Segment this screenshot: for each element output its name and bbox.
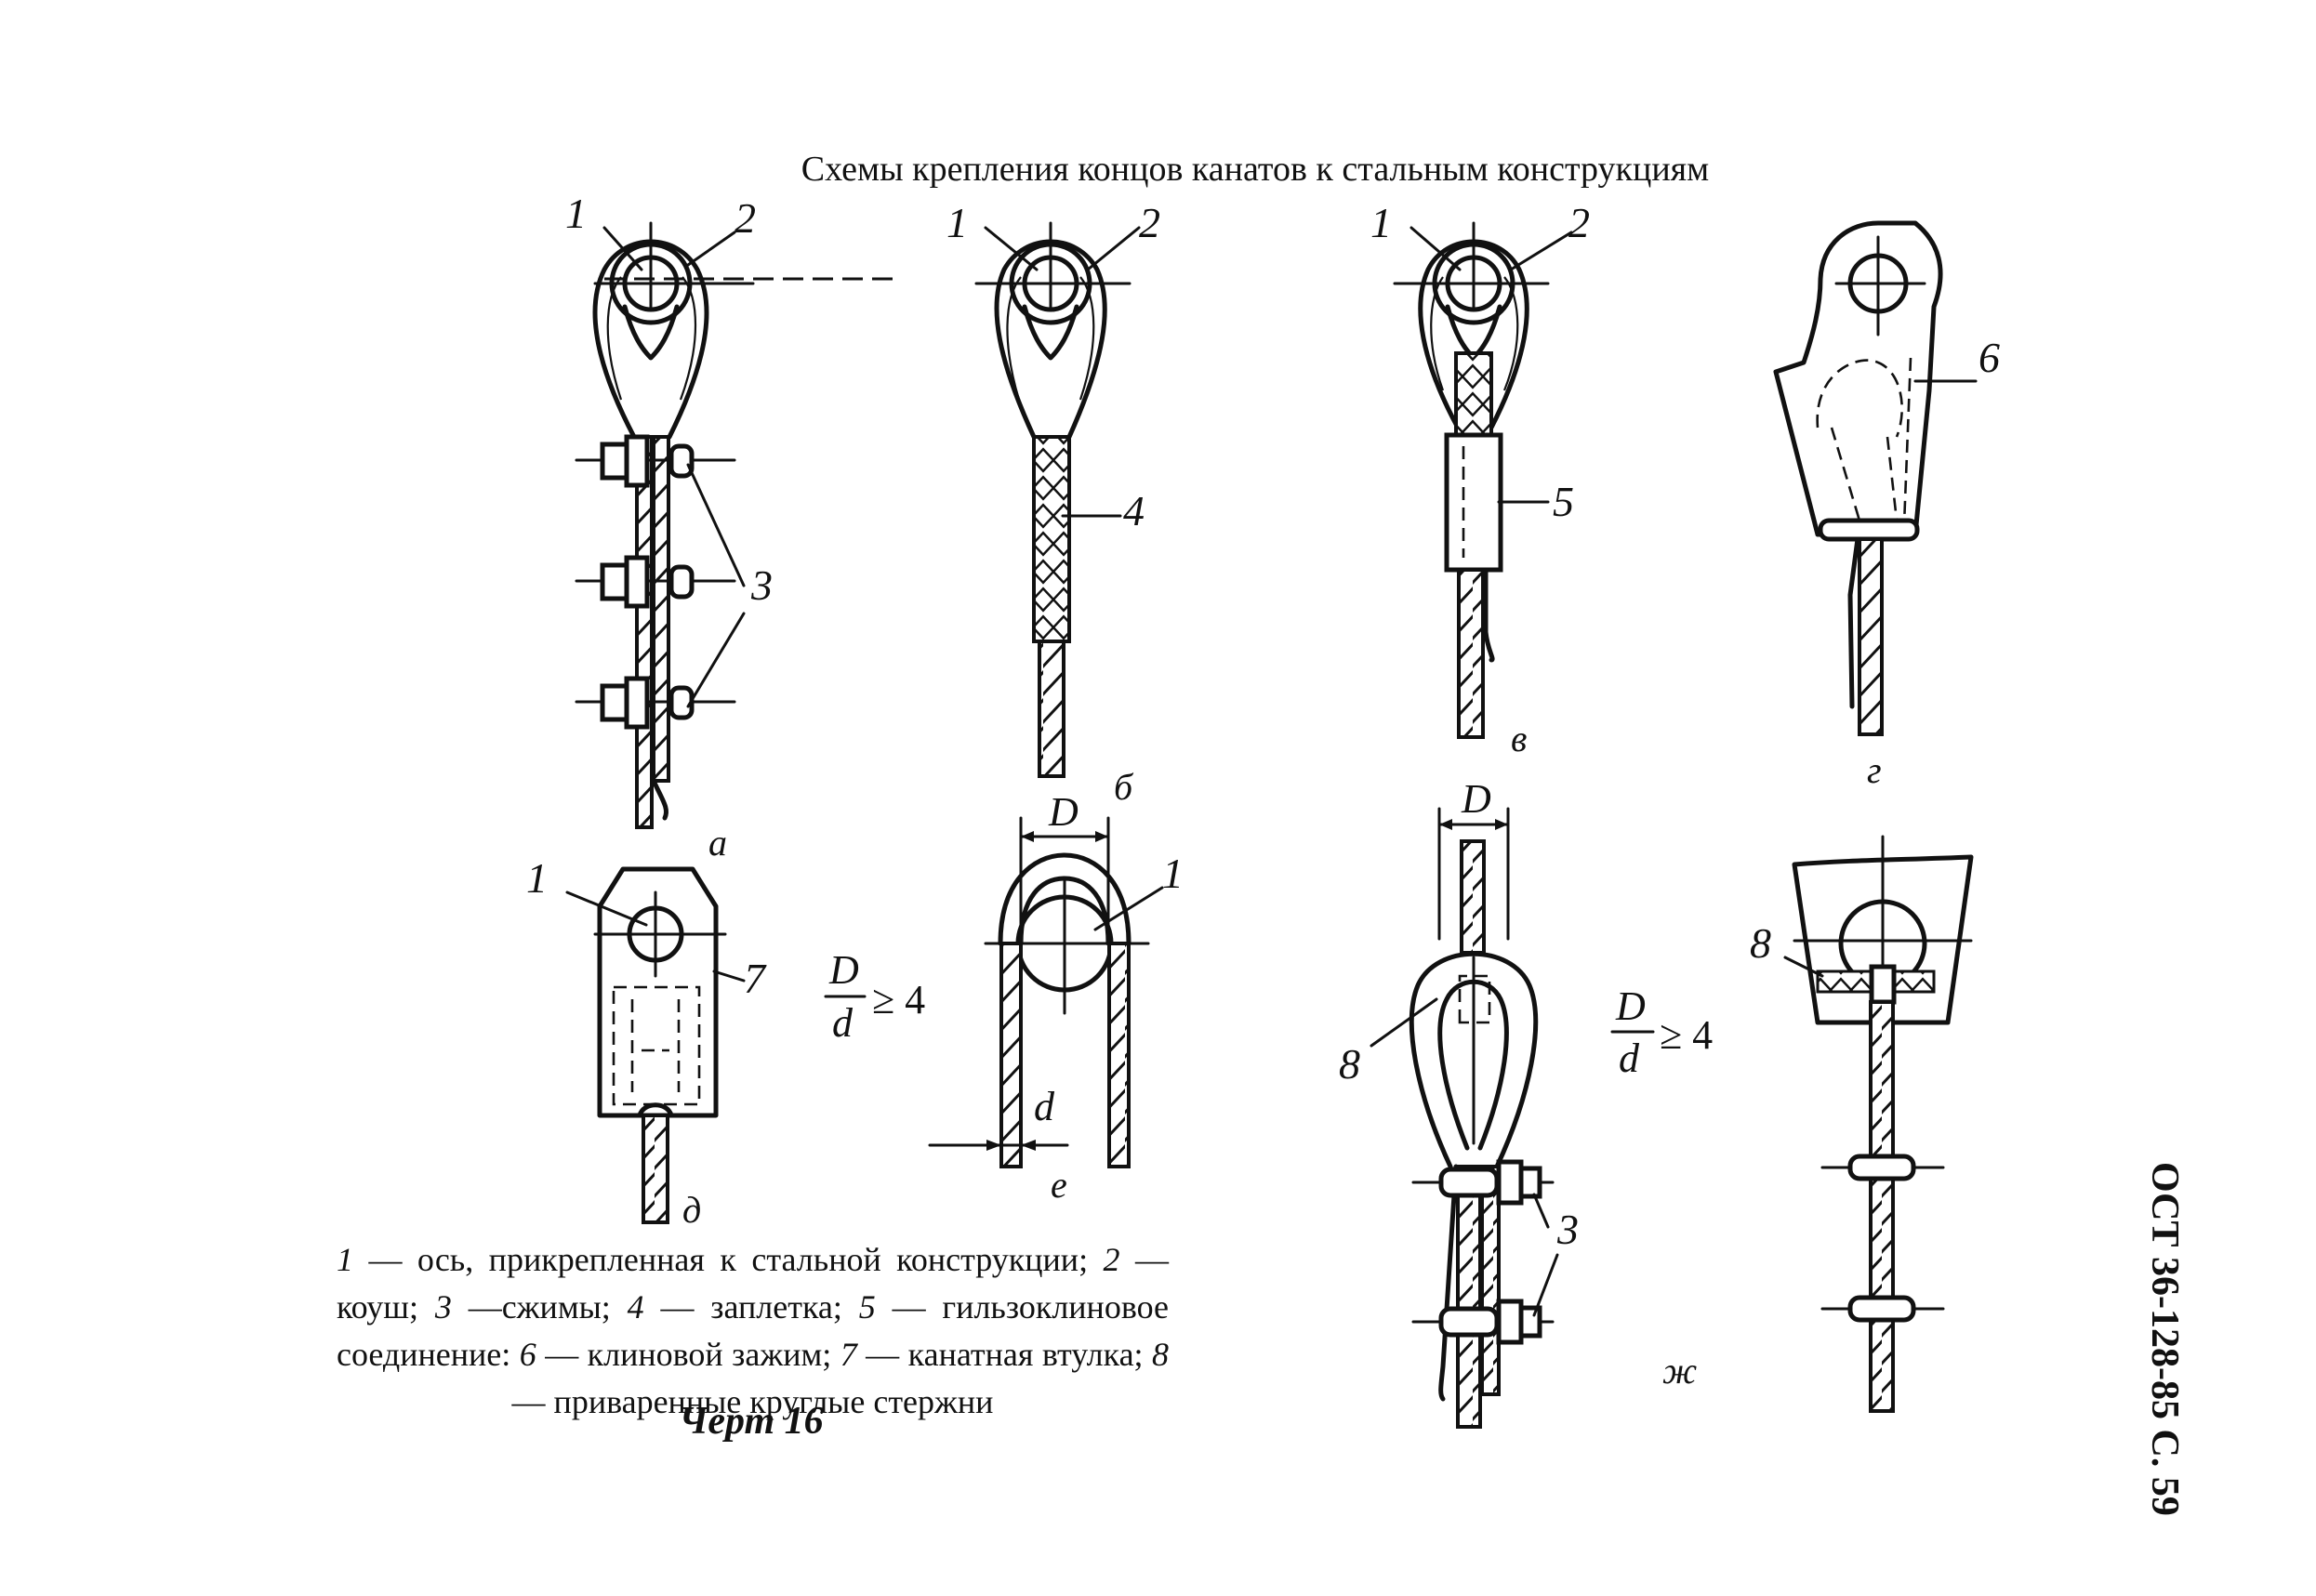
clamp-2 [575,555,736,609]
label-variant-a: а [708,822,727,864]
wedge-sleeve [1444,432,1503,573]
figure-label: Черт 16 [679,1400,824,1443]
rod-clamp-2 [1820,1295,1945,1323]
variant-zh-side-view: 8 [1750,835,1974,1413]
ratio-left: D d ≥ 4 [824,947,925,1046]
ratio-right-num: D [1615,983,1646,1029]
variant-a-clamps: 1 2 3 а [565,190,902,864]
label-variant-d: д [682,1189,701,1231]
ratio-left-rel: ≥ 4 [872,977,925,1022]
label-variant-v: в [1511,718,1527,759]
callout-1-a: 1 [565,190,587,237]
ratio-right-den: d [1619,1035,1640,1081]
legend-text-2: — коуш; [337,1241,1170,1326]
label-variant-zh: ж [1662,1350,1697,1392]
label-variant-b: б [1114,766,1134,808]
callout-4: 4 [1123,487,1145,534]
legend-text-1: — ось, прикрепленная к стальной конструк… [353,1241,1104,1278]
callout-8-zh-left: 8 [1339,1040,1360,1088]
callout-1-v: 1 [1370,199,1392,246]
legend-text-3: —сжимы; [451,1288,628,1326]
callout-1-b: 1 [946,199,968,246]
callout-2-b: 2 [1139,199,1160,246]
callout-8-zh-right: 8 [1750,919,1771,967]
legend-num-4: 4 [627,1288,644,1326]
ratio-right-rel: ≥ 4 [1660,1012,1713,1058]
clamp-3 [575,676,736,730]
callout-3-a: 3 [750,561,773,609]
page-title: Схемы крепления концов канатов к стальны… [801,150,1710,189]
variant-e-axis-loop: D 1 d е [928,789,1184,1206]
callout-7: 7 [744,955,767,1002]
callout-2-a: 2 [735,194,756,242]
legend-num-2: 2 [1103,1241,1120,1278]
callout-1-d: 1 [526,854,548,902]
legend-num-6: 6 [519,1336,536,1373]
variant-g-wedge-clamp: 6 г [1773,220,2000,791]
legend-text-5: — гильзоклиновое соединение: [337,1288,1169,1373]
ratio-right: D d ≥ 4 [1610,983,1713,1081]
ratio-left-den: d [832,1000,854,1046]
callout-1-e: 1 [1162,850,1184,897]
legend-text-8: — приваренные круглые стержни [511,1383,994,1420]
legend-num-1: 1 [337,1241,353,1278]
variant-v-wedge-sleeve: 1 2 5 в [1370,199,1590,759]
variant-d-rope-socket: 1 7 д [526,854,767,1231]
zh-clamp-1 [1411,1159,1555,1206]
legend-num-7: 7 [840,1336,857,1373]
callout-5: 5 [1553,478,1574,525]
variant-b-splice: 1 2 4 б [946,199,1160,808]
callout-3-zh: 3 [1556,1206,1579,1253]
dim-d-e: d [1034,1084,1055,1129]
callout-2-v: 2 [1568,199,1590,246]
document-code: ОСТ 36-128-85 С. 59 [2143,1162,2186,1516]
legend-num-8: 8 [1152,1336,1170,1373]
ratio-left-num: D [828,947,859,993]
legend-text-4: — заплетка; [643,1288,859,1326]
dim-D-e: D [1048,789,1079,835]
rod-clamp-1 [1820,1154,1945,1181]
zh-clamp-2 [1411,1299,1555,1345]
legend-num-3: 3 [434,1288,452,1326]
label-variant-e: е [1051,1164,1067,1206]
legend-num-5: 5 [858,1288,876,1326]
callout-6: 6 [1979,334,2000,381]
legend: 1 — ось, прикрепленная к стальной констр… [337,1236,1169,1426]
clamp-1 [575,434,736,488]
variant-zh-welded-rods: D 8 3 [1339,776,1579,1429]
legend-text-6: — клиновой зажим; [536,1336,840,1373]
legend-text-7: — канатная втулка; [856,1336,1153,1373]
dim-D-zh: D [1461,776,1491,822]
label-variant-g: г [1867,749,1882,791]
